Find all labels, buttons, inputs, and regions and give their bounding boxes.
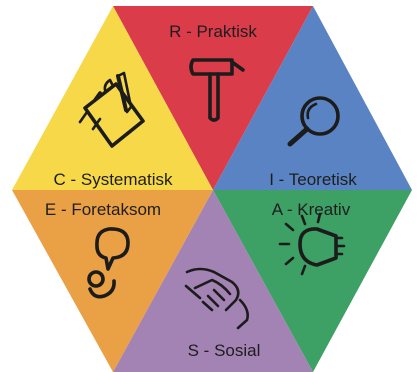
label-i: I - Teoretisk <box>269 170 357 189</box>
segment-c-systematisk <box>12 6 213 190</box>
label-c: C - Systematisk <box>53 170 173 189</box>
lightbulb-icon <box>278 212 346 276</box>
segment-a-kreativ <box>213 190 412 372</box>
handshake-icon <box>184 267 249 330</box>
magnifier-icon <box>287 96 340 147</box>
label-r: R - Praktisk <box>169 22 257 41</box>
label-s: S - Sosial <box>188 341 261 360</box>
clipboard-icon <box>78 71 145 148</box>
segment-r-praktisk <box>113 6 313 190</box>
speaking-person-icon <box>87 227 130 299</box>
label-a: A - Kreativ <box>272 200 351 219</box>
hammer-icon <box>189 58 245 122</box>
label-e: E - Foretaksom <box>45 200 161 219</box>
